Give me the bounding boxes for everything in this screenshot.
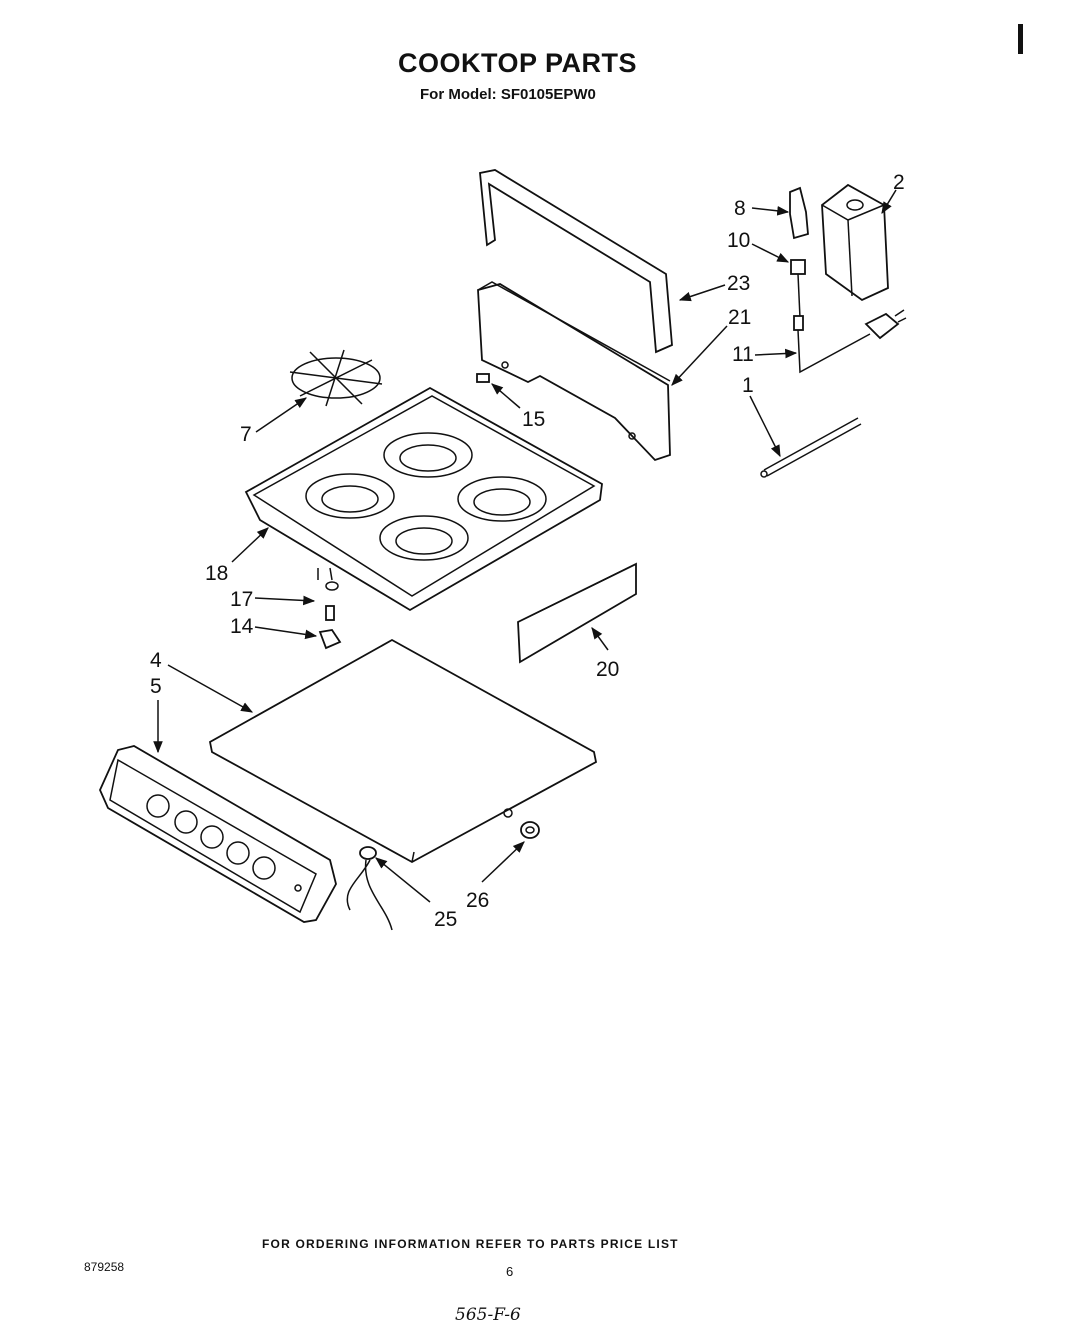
part-15-screw xyxy=(476,373,490,383)
corner-registration-mark xyxy=(1018,24,1023,54)
part-25-indicator-light xyxy=(346,846,393,931)
part-18-cooktop xyxy=(244,386,603,612)
part-26-bushing xyxy=(520,821,540,839)
label-26: 26 xyxy=(466,889,489,912)
label-8: 8 xyxy=(734,197,746,220)
label-5: 5 xyxy=(150,675,162,698)
part-1-probe xyxy=(760,417,862,478)
label-11: 11 xyxy=(732,343,754,366)
part-17-14-hinge-hardware xyxy=(317,567,342,650)
part-8-wire-connector xyxy=(789,186,809,240)
page-number: 6 xyxy=(506,1264,514,1279)
ordering-note: FOR ORDERING INFORMATION REFER TO PARTS … xyxy=(262,1237,679,1251)
label-23: 23 xyxy=(727,272,750,295)
label-20: 20 xyxy=(596,658,619,681)
part-10-terminal xyxy=(790,259,806,331)
page-title: COOKTOP PARTS xyxy=(398,48,638,78)
part-2-terminal-block-bracket xyxy=(821,183,889,302)
label-2: 2 xyxy=(893,171,905,194)
part-11-power-cord xyxy=(797,309,907,374)
part-23-top-trim xyxy=(479,169,673,354)
label-21: 21 xyxy=(728,306,751,329)
part-5-control-panel xyxy=(99,745,337,923)
part-20-bracket xyxy=(517,562,637,664)
model-subtitle: For Model: SF0105EPW0 xyxy=(420,86,596,103)
leader-lines xyxy=(153,189,897,903)
label-4: 4 xyxy=(150,649,162,672)
document-number: 879258 xyxy=(84,1260,125,1274)
part-21-backguard xyxy=(477,281,671,462)
label-7: 7 xyxy=(240,423,252,446)
label-15: 15 xyxy=(522,408,545,431)
label-25: 25 xyxy=(434,908,457,931)
label-1: 1 xyxy=(742,374,754,397)
part-4-bottom-panel xyxy=(208,638,598,864)
label-18: 18 xyxy=(205,562,228,585)
part-labels: 2 8 10 23 21 11 1 7 15 18 17 14 20 4 5 2… xyxy=(150,171,905,931)
handwritten-note: 565-F-6 xyxy=(455,1305,521,1325)
label-14: 14 xyxy=(230,615,254,638)
label-17: 17 xyxy=(230,588,253,611)
part-7-burner-grate xyxy=(289,349,383,407)
label-10: 10 xyxy=(727,229,750,252)
